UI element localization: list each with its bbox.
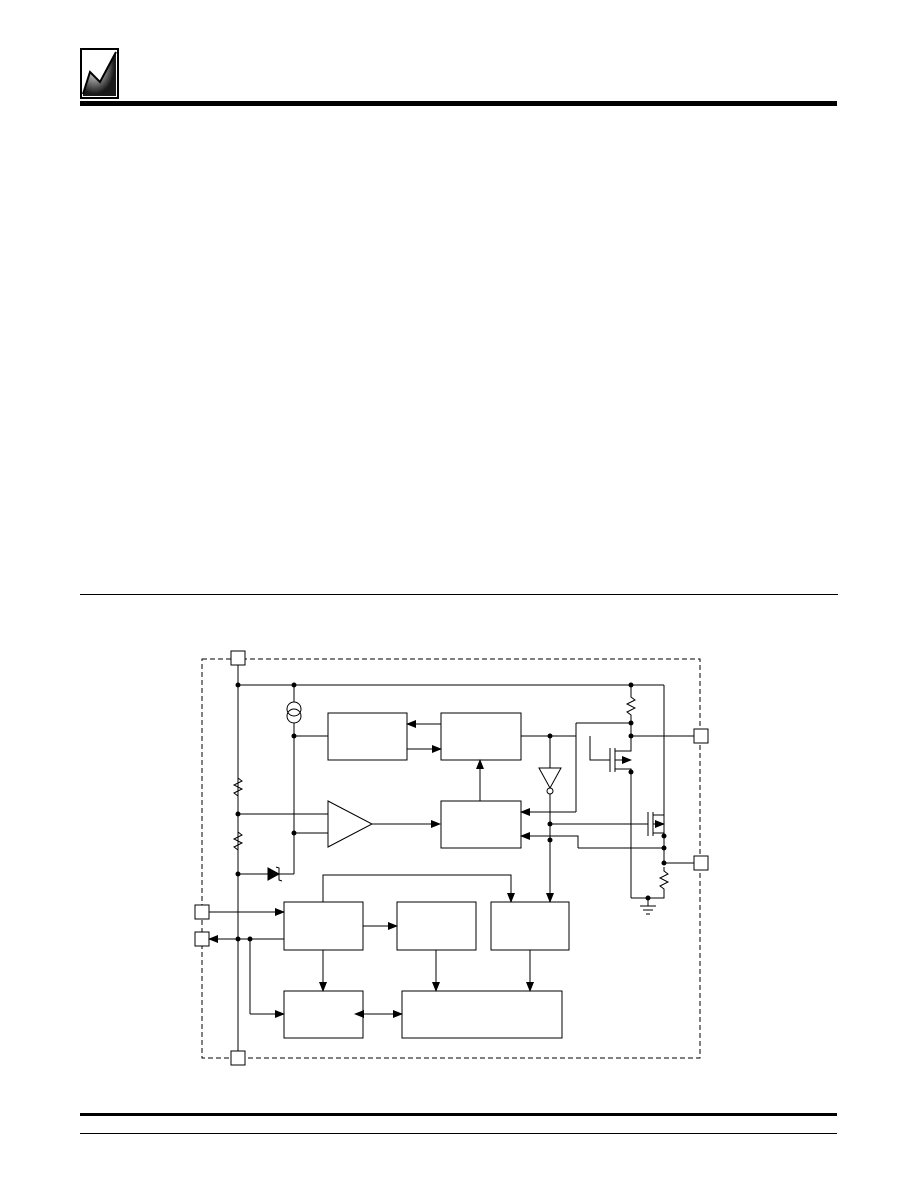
- resistor-1: [232, 775, 244, 799]
- block-d: [283, 901, 364, 951]
- block-f: [490, 901, 570, 951]
- pin-top: [230, 650, 246, 666]
- company-logo-icon: [80, 48, 119, 99]
- footer-rule: [80, 1113, 837, 1116]
- resistor-4: [658, 867, 670, 893]
- resistor-3: [625, 693, 637, 719]
- resistor-2: [232, 829, 244, 853]
- pin-bottom: [230, 1050, 246, 1066]
- diagram-boundary: [201, 658, 701, 1059]
- current-source-icon: [286, 701, 302, 717]
- header-rule: [80, 101, 837, 106]
- pin-left-lower: [194, 931, 210, 947]
- pin-left-upper: [194, 904, 210, 920]
- block-a: [327, 712, 408, 761]
- block-e: [396, 901, 477, 951]
- inverter-icon: [538, 767, 562, 790]
- footer-rule-thin: [80, 1133, 837, 1134]
- block-h: [401, 990, 563, 1039]
- pin-right-lower: [693, 855, 709, 871]
- block-b: [440, 712, 522, 761]
- comparator-icon: [327, 800, 374, 848]
- block-g: [283, 990, 364, 1039]
- pin-right-upper: [693, 728, 709, 744]
- section-divider: [80, 594, 838, 595]
- block-c: [440, 800, 522, 849]
- zener-diode-icon: [267, 867, 281, 881]
